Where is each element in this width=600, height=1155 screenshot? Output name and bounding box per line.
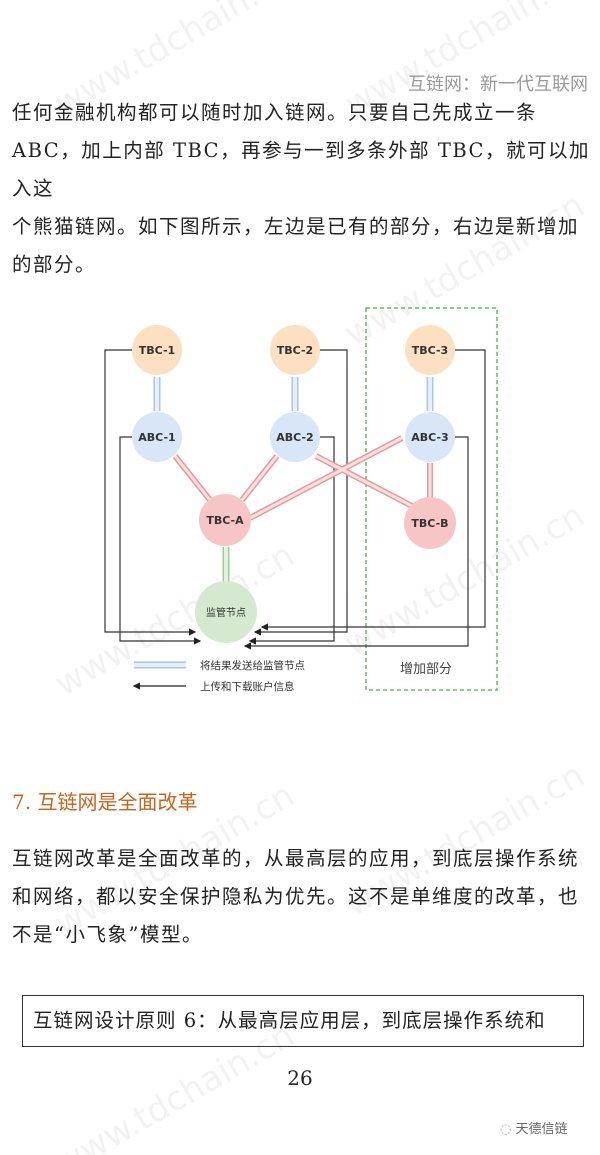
section-paragraph: 互链网改革是全面改革的，从最高层的应用，到底层操作系统 和网络，都以安全保护隐私… <box>12 840 590 954</box>
node-tbc-2 <box>270 325 320 375</box>
node-label: 监管节点 <box>206 606 246 619</box>
node-label: TBC-1 <box>139 344 175 357</box>
text-line: 互链网改革是全面改革的，从最高层的应用，到底层操作系统 <box>12 847 580 870</box>
network-diagram: TBC-1 TBC-2 TBC-3 ABC-1 ABC-2 ABC-3 TBC-… <box>104 307 498 693</box>
brand-mark: ◌ 天德信链 <box>500 1118 568 1137</box>
node-label: ABC-2 <box>276 431 313 444</box>
page-number: 26 <box>287 1066 313 1090</box>
text-line: 任何金融机构都可以随时加入链网。只要自己先成立一条 <box>12 101 538 124</box>
node-label: ABC-1 <box>138 431 175 444</box>
node-regulator <box>195 581 257 643</box>
principle-box: 互链网设计原则 6：从最高层应用层，到底层操作系统和 <box>22 995 584 1047</box>
node-label: TBC-2 <box>277 344 313 357</box>
node-abc-1 <box>132 412 182 462</box>
text-line: 和网络，都以安全保护隐私为优先。这不是单维度的改革，也 <box>12 885 580 908</box>
running-header: 互链网：新一代互联网 <box>408 74 588 95</box>
text-line: 不是“小飞象”模型。 <box>12 923 203 946</box>
node-tbc-3 <box>405 325 455 375</box>
node-abc-3 <box>405 412 455 462</box>
node-tbc-1 <box>132 325 182 375</box>
legend-label: 上传和下载账户信息 <box>200 680 295 693</box>
double-arrows <box>153 377 434 582</box>
wechat-icon: ◌ <box>500 1122 516 1137</box>
node-abc-2 <box>270 412 320 462</box>
text-line: 的部分。 <box>12 253 97 276</box>
node-label: TBC-3 <box>412 344 448 357</box>
legend-label: 将结果发送给监管节点 <box>200 659 305 672</box>
added-part-label: 增加部分 <box>400 662 452 677</box>
node-label: ABC-3 <box>411 431 448 444</box>
node-tbc-a <box>199 494 251 546</box>
intro-paragraph: 任何金融机构都可以随时加入链网。只要自己先成立一条 ABC，加上内部 TBC，再… <box>12 94 590 284</box>
account-info-lines <box>104 349 486 650</box>
section-heading: 7. 互链网是全面改革 <box>12 790 198 814</box>
node-label: TBC-A <box>206 514 244 527</box>
text-line: ABC，加上内部 TBC，再参与一到多条外部 TBC，就可以加入这 <box>12 139 590 200</box>
node-tbc-b <box>404 497 456 549</box>
added-part-box <box>365 307 498 691</box>
node-label: TBC-B <box>411 517 448 530</box>
text-line: 个熊猫链网。如下图所示，左边是已有的部分，右边是新增加 <box>12 215 580 238</box>
brand-name: 天德信链 <box>515 1122 568 1137</box>
